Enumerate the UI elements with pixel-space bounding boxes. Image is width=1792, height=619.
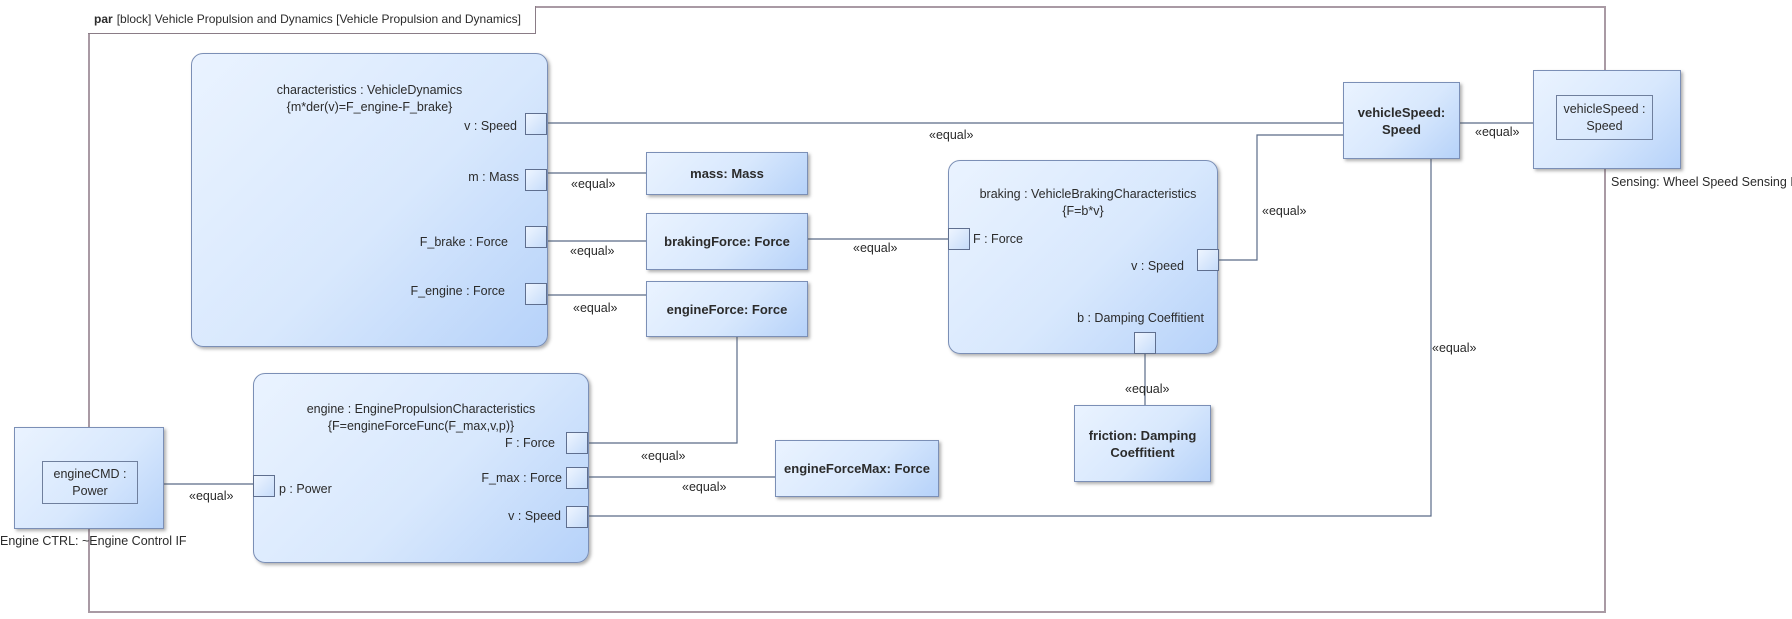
engine-force-max-value[interactable]: engineForceMax: Force xyxy=(775,440,939,497)
equal-label-engine-v-vehiclespeed: «equal» xyxy=(1432,341,1477,355)
equal-label-braking-v-vehiclespeed: «equal» xyxy=(1262,204,1307,218)
frame-keyword: par xyxy=(94,12,113,26)
equal-label-enginecmd-p: «equal» xyxy=(189,489,234,503)
engine-constraint: {F=engineForceFunc(F_max,v,p)} xyxy=(327,419,515,433)
characteristics-m-port-label: m : Mass xyxy=(468,170,519,184)
braking-v-port[interactable] xyxy=(1197,249,1219,271)
characteristics-fbrake-port[interactable] xyxy=(525,226,547,248)
engine-force-value[interactable]: engineForce: Force xyxy=(646,281,808,337)
engine-ctrl-interface-block[interactable]: engineCMD : Power xyxy=(14,427,164,529)
frame-title: [block] Vehicle Propulsion and Dynamics … xyxy=(116,12,521,26)
engine-p-port-label: p : Power xyxy=(279,482,332,496)
engine-name: engine : EnginePropulsionCharacteristics xyxy=(306,402,536,416)
braking-b-port-label: b : Damping Coeffitient xyxy=(1077,311,1204,325)
equal-label-vehiclespeed-sensing: «equal» xyxy=(1475,125,1520,139)
engine-v-port-label: v : Speed xyxy=(508,509,561,523)
engine-f-port[interactable] xyxy=(566,432,588,454)
braking-name: braking : VehicleBrakingCharacteristics xyxy=(979,187,1197,201)
equal-label-fengine-engineforce: «equal» xyxy=(573,301,618,315)
characteristics-constraint: {m*der(v)=F_engine-F_brake} xyxy=(286,100,453,114)
braking-f-port-label: F : Force xyxy=(973,232,1024,246)
sensing-interface-block[interactable]: vehicleSpeed : Speed xyxy=(1533,70,1681,169)
braking-block[interactable]: braking : VehicleBrakingCharacteristics … xyxy=(948,160,1218,354)
friction-value[interactable]: friction: Damping Coeffitient xyxy=(1074,405,1211,482)
characteristics-v-port-label: v : Speed xyxy=(464,119,517,133)
characteristics-name: characteristics : VehicleDynamics xyxy=(276,83,463,97)
mass-value[interactable]: mass: Mass xyxy=(646,152,808,195)
equal-label-engineforce-f: «equal» xyxy=(641,449,686,463)
equal-label-m-mass: «equal» xyxy=(571,177,616,191)
engine-f-port-label: F : Force xyxy=(504,436,555,450)
characteristics-v-port[interactable] xyxy=(525,113,547,135)
equal-label-v-vehiclespeed: «equal» xyxy=(929,128,974,142)
equal-label-fmax-engineforcemax: «equal» xyxy=(682,480,727,494)
connector-engineforce-f xyxy=(588,337,738,444)
braking-b-port[interactable] xyxy=(1134,332,1156,354)
equal-label-b-friction: «equal» xyxy=(1125,382,1170,396)
equal-label-brakingforce-f: «equal» xyxy=(853,241,898,255)
connector-braking-v-vehiclespeed xyxy=(1218,134,1343,261)
sensing-interface-label: Sensing: Wheel Speed Sensing IF xyxy=(1611,175,1792,189)
engine-block[interactable]: engine : EnginePropulsionCharacteristics… xyxy=(253,373,589,563)
sensing-vehicle-speed-property[interactable]: vehicleSpeed : Speed xyxy=(1556,95,1653,140)
characteristics-fbrake-port-label: F_brake : Force xyxy=(419,235,508,249)
diagram-frame xyxy=(88,6,1606,613)
engine-p-port[interactable] xyxy=(253,475,275,497)
braking-v-port-label: v : Speed xyxy=(1131,259,1184,273)
engine-fmax-port-label: F_max : Force xyxy=(481,471,562,485)
equal-label-fbrake-brakingforce: «equal» xyxy=(570,244,615,258)
vehicle-speed-value[interactable]: vehicleSpeed: Speed xyxy=(1343,82,1460,159)
engine-v-port[interactable] xyxy=(566,506,588,528)
braking-f-port[interactable] xyxy=(948,228,970,250)
engine-cmd-property[interactable]: engineCMD : Power xyxy=(42,461,138,504)
braking-force-value[interactable]: brakingForce: Force xyxy=(646,213,808,270)
engine-ctrl-interface-label: Engine CTRL: ~Engine Control IF xyxy=(0,534,187,548)
characteristics-fengine-port[interactable] xyxy=(525,283,547,305)
braking-constraint: {F=b*v} xyxy=(1062,204,1104,218)
frame-header: par[block] Vehicle Propulsion and Dynami… xyxy=(88,6,536,34)
characteristics-fengine-port-label: F_engine : Force xyxy=(410,284,506,298)
characteristics-block[interactable]: characteristics : VehicleDynamics {m*der… xyxy=(191,53,548,347)
engine-fmax-port[interactable] xyxy=(566,467,588,489)
connector-engine-v-vehiclespeed xyxy=(588,159,1432,517)
characteristics-m-port[interactable] xyxy=(525,169,547,191)
